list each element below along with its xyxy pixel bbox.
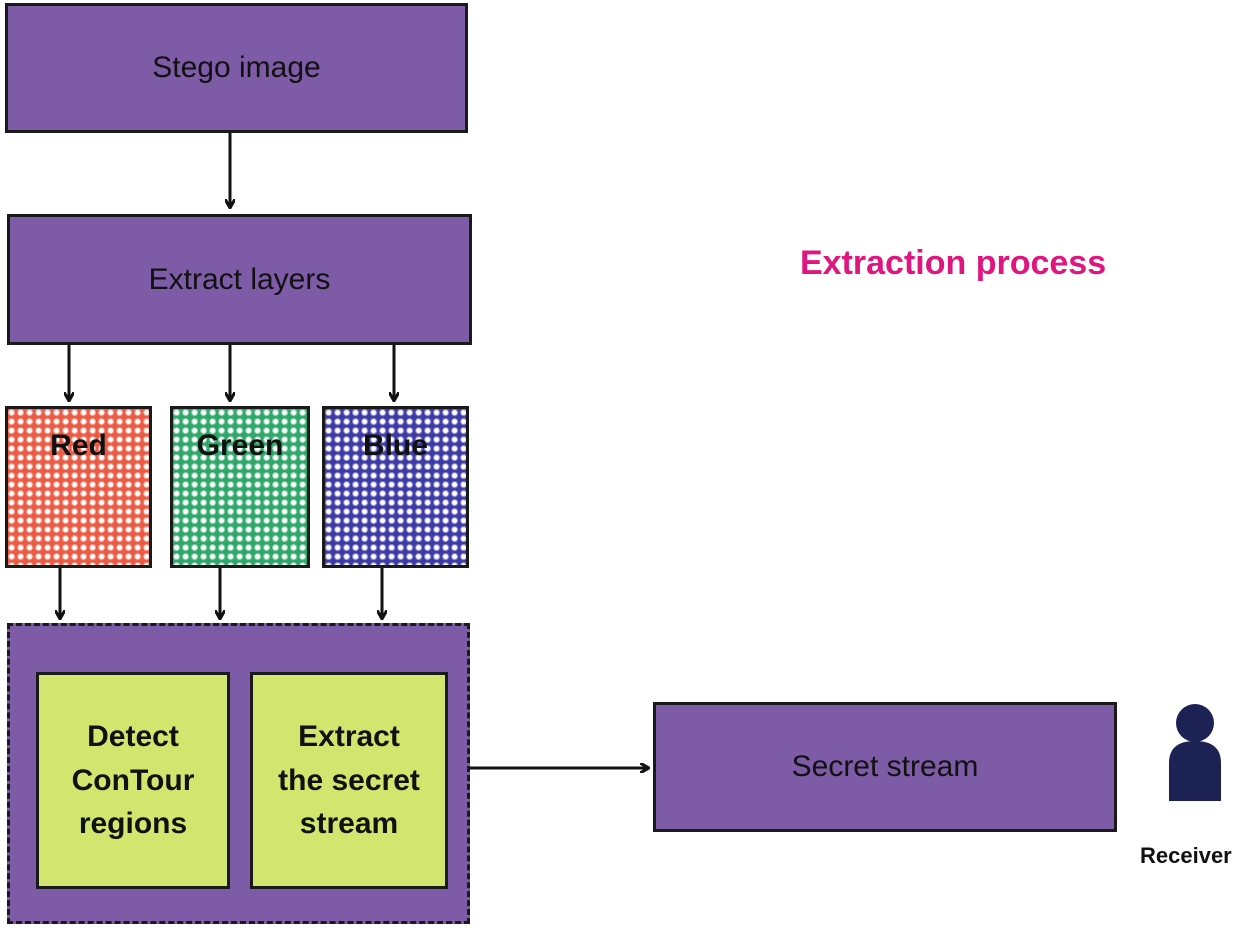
extraction-group: Detect ConTour regions Extract the secre… bbox=[7, 623, 470, 924]
receiver-label: Receiver bbox=[1140, 843, 1232, 868]
extract-layers-box: Extract layers bbox=[7, 214, 472, 345]
green-layer-box: Green bbox=[170, 406, 310, 568]
person-icon bbox=[1169, 704, 1221, 801]
diagram-title: Extraction process bbox=[800, 244, 1107, 282]
red-layer-box: Red bbox=[5, 406, 152, 568]
blue-layer-box: Blue bbox=[322, 406, 469, 568]
stego-image-box: Stego image bbox=[5, 3, 468, 133]
secret-stream-box: Secret stream bbox=[653, 702, 1117, 832]
extract-secret-box: Extract the secret stream bbox=[250, 672, 448, 889]
detect-contour-box: Detect ConTour regions bbox=[36, 672, 230, 889]
